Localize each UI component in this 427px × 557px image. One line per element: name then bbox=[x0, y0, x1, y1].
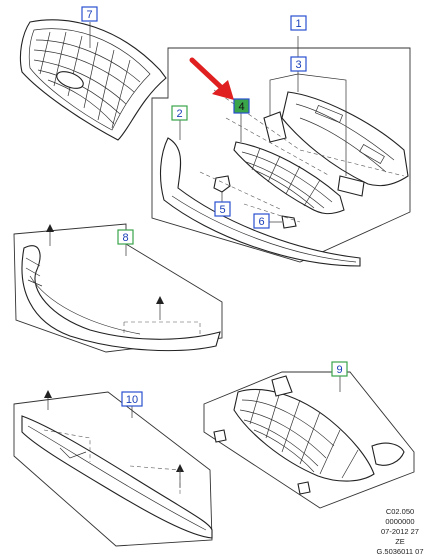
callout-8-label: 8 bbox=[122, 232, 128, 244]
part-6-screw bbox=[268, 215, 297, 229]
footer-line-4: ZE bbox=[395, 537, 405, 546]
callout-3-label: 3 bbox=[295, 59, 301, 71]
callout-10[interactable]: 10 bbox=[121, 391, 143, 407]
callout-2-label: 2 bbox=[176, 108, 182, 120]
callout-3[interactable]: 3 bbox=[290, 56, 307, 72]
part-9-mesh bbox=[239, 389, 359, 479]
footer-line-5: G.5036011 07 bbox=[377, 547, 424, 556]
callout-5-label: 5 bbox=[219, 204, 225, 216]
callout-7[interactable]: 7 bbox=[81, 6, 98, 22]
part-7-emblem bbox=[56, 71, 84, 89]
footer-line-3: 07-2012 27 bbox=[381, 527, 419, 536]
callout-6[interactable]: 6 bbox=[253, 213, 270, 229]
callout-4[interactable]: 4 bbox=[233, 98, 250, 114]
callout-4-label: 4 bbox=[238, 101, 244, 113]
callout-9-label: 9 bbox=[336, 364, 342, 376]
part-9-bezel-right bbox=[371, 442, 405, 466]
callout-7-label: 7 bbox=[86, 9, 92, 21]
part-3-trim-strips bbox=[263, 73, 365, 197]
part-9-bezel-left bbox=[271, 375, 293, 397]
part-9-grille bbox=[203, 371, 415, 509]
footer-line-1: C02.050 bbox=[386, 507, 414, 516]
callout-1-label: 1 bbox=[295, 18, 301, 30]
part-7-grille-assembly bbox=[19, 19, 167, 141]
part-8-fasteners bbox=[46, 224, 164, 320]
part-8-lower-cover-assembly bbox=[13, 223, 223, 353]
callout-10-label: 10 bbox=[126, 394, 138, 406]
callout-9[interactable]: 9 bbox=[331, 361, 348, 377]
part-1-bumper-cover bbox=[281, 36, 409, 187]
part-9-clip-2 bbox=[297, 481, 311, 495]
part-2-lower-lip bbox=[160, 116, 361, 267]
part-7-mesh bbox=[33, 31, 141, 129]
callout-6-label: 6 bbox=[258, 216, 264, 228]
assembly-lines-group-1 bbox=[199, 89, 405, 223]
callout-5[interactable]: 5 bbox=[214, 201, 231, 217]
part-9-clip bbox=[213, 429, 227, 443]
callout-1[interactable]: 1 bbox=[290, 15, 307, 31]
footer-line-2: 0000000 bbox=[385, 517, 414, 526]
part-4-lower-grille bbox=[233, 112, 345, 215]
red-pointer-arrow-icon bbox=[189, 57, 234, 100]
part-10-lower-panel bbox=[13, 390, 213, 547]
callout-8[interactable]: 8 bbox=[117, 229, 134, 245]
group-frame-1 bbox=[151, 47, 411, 263]
part-5-clip bbox=[213, 175, 231, 202]
callout-2[interactable]: 2 bbox=[171, 105, 188, 121]
footer-reference: C02.050 0000000 07-2012 27 ZE G.5036011 … bbox=[377, 507, 424, 556]
